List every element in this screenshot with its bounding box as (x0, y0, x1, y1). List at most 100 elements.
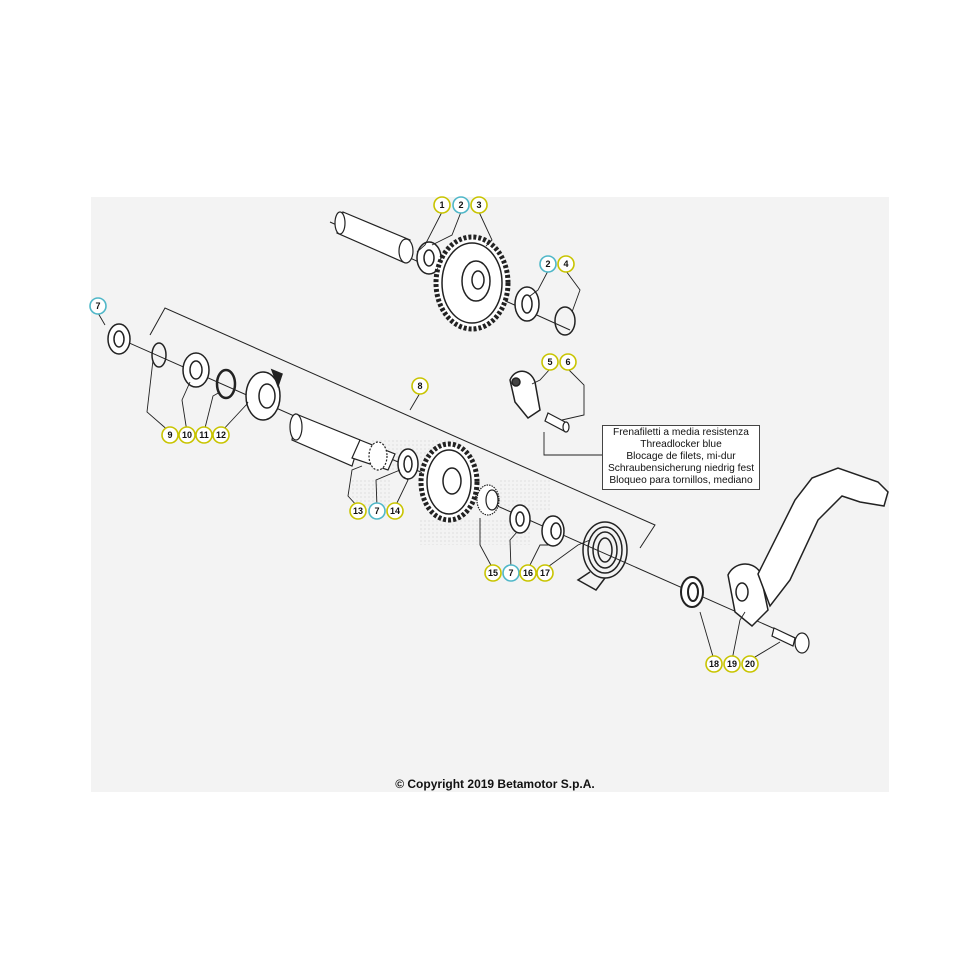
washer-10 (182, 352, 210, 388)
callout-label: 19 (727, 659, 737, 669)
callout-label: 6 (565, 357, 570, 367)
callout-13: 13 (349, 502, 367, 520)
callout-ring (539, 255, 557, 273)
note-line-es: Bloqueo para tornillos, mediano (609, 475, 753, 486)
washer-2-top (416, 241, 442, 275)
callout-label: 2 (458, 200, 463, 210)
callout-7: 7 (89, 297, 107, 315)
callout-ring (519, 564, 537, 582)
callout-label: 18 (709, 659, 719, 669)
callout-4: 4 (557, 255, 575, 273)
callout-ring (368, 502, 386, 520)
threadlocker-note: Frenafiletti a media resistenza Threadlo… (602, 425, 760, 490)
callout-18: 18 (705, 655, 723, 673)
ratchet-12 (245, 368, 283, 421)
circlip-4 (554, 306, 576, 336)
callout-ring (178, 426, 196, 444)
callout-12: 12 (212, 426, 230, 444)
callout-label: 14 (390, 506, 400, 516)
callout-label: 12 (216, 430, 226, 440)
callout-ring (559, 353, 577, 371)
washer-14 (397, 448, 419, 480)
callout-20: 20 (741, 655, 759, 673)
callout-3: 3 (470, 196, 488, 214)
callout-label: 1 (439, 200, 444, 210)
callout-8: 8 (411, 377, 429, 395)
callout-ring (161, 426, 179, 444)
callout-11: 11 (195, 426, 213, 444)
callout-9: 9 (161, 426, 179, 444)
callout-label: 17 (540, 568, 550, 578)
note-line-it: Frenafiletti a media resistenza (613, 427, 749, 438)
callout-ring (557, 255, 575, 273)
callout-label: 13 (353, 506, 363, 516)
callout-19: 19 (723, 655, 741, 673)
callout-ring (541, 353, 559, 371)
leader-lines (97, 211, 781, 661)
callout-ring (452, 196, 470, 214)
pin-6 (544, 412, 570, 433)
sleeve-part (334, 211, 414, 264)
washer-7-mid (509, 504, 531, 534)
kick-shaft (289, 413, 396, 471)
callout-ring (195, 426, 213, 444)
ratchet-guide-5 (509, 370, 541, 420)
callout-label: 5 (547, 357, 552, 367)
callout-10: 10 (178, 426, 196, 444)
callout-label: 15 (488, 568, 498, 578)
callout-2: 2 (539, 255, 557, 273)
callout-ring (536, 564, 554, 582)
callout-ring (89, 297, 107, 315)
callout-label: 4 (563, 259, 568, 269)
ring-11 (215, 368, 237, 400)
callout-label: 7 (374, 506, 379, 516)
callout-1: 1 (433, 196, 451, 214)
callout-label: 10 (182, 430, 192, 440)
callout-7: 7 (368, 502, 386, 520)
callout-17: 17 (536, 564, 554, 582)
callout-ring (386, 502, 404, 520)
circlip-9 (151, 342, 167, 368)
callout-ring (705, 655, 723, 673)
callout-7: 7 (502, 564, 520, 582)
needle-bearing-15 (476, 484, 500, 516)
callout-ring (470, 196, 488, 214)
callout-ring (349, 502, 367, 520)
callout-label: 16 (523, 568, 533, 578)
callout-label: 9 (167, 430, 172, 440)
callout-6: 6 (559, 353, 577, 371)
callout-14: 14 (386, 502, 404, 520)
spacer-16 (541, 515, 565, 547)
callout-ring (723, 655, 741, 673)
callout-ring (433, 196, 451, 214)
callout-label: 20 (745, 659, 755, 669)
washer-2-right (514, 286, 540, 322)
callout-ring (411, 377, 429, 395)
gear-3 (433, 234, 511, 332)
washer-7-left (107, 323, 131, 355)
return-spring-17 (576, 521, 628, 591)
callout-ring (484, 564, 502, 582)
kick-lever-19 (727, 467, 889, 628)
copyright-text: © Copyright 2019 Betamotor S.p.A. (395, 777, 595, 791)
bolt-20 (771, 627, 810, 654)
kick-gear (418, 441, 480, 523)
note-line-en: Threadlocker blue (640, 439, 722, 450)
callout-ring (741, 655, 759, 673)
note-line-de: Schraubensicherung niedrig fest (607, 463, 755, 474)
note-line-fr: Blocage de filets, mi-dur (626, 451, 736, 462)
callout-16: 16 (519, 564, 537, 582)
callout-label: 7 (508, 568, 513, 578)
callout-ring (212, 426, 230, 444)
oil-seal-18 (680, 576, 704, 608)
callout-label: 11 (199, 430, 209, 440)
callout-label: 3 (476, 200, 481, 210)
callout-15: 15 (484, 564, 502, 582)
callout-2: 2 (452, 196, 470, 214)
callout-label: 2 (545, 259, 550, 269)
callout-5: 5 (541, 353, 559, 371)
callout-label: 7 (95, 301, 100, 311)
callout-ring (502, 564, 520, 582)
